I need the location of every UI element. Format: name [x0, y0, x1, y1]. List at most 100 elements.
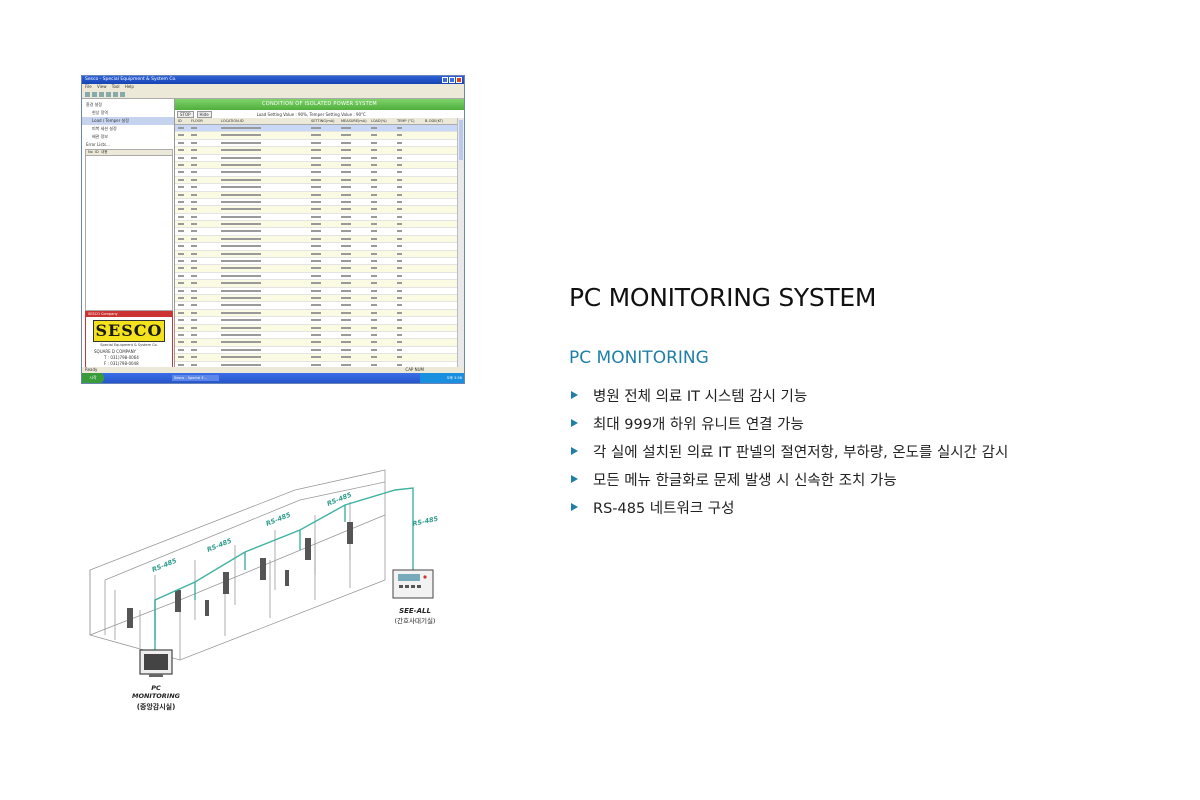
table-cell: [221, 230, 261, 233]
table-cell: [371, 208, 377, 211]
table-cell: [191, 341, 197, 344]
table-row[interactable]: [175, 339, 457, 347]
table-row[interactable]: [175, 332, 457, 340]
table-cell: [341, 141, 351, 144]
table-cell: [341, 304, 351, 307]
table-cell: [178, 134, 184, 137]
table-cell: [311, 208, 321, 211]
table-row[interactable]: [175, 176, 457, 185]
toolbar-icon[interactable]: [113, 91, 118, 97]
table-row[interactable]: [175, 280, 457, 288]
table-row[interactable]: [175, 354, 457, 362]
col-header[interactable]: FLOOR: [191, 119, 203, 123]
table-cell: [341, 356, 351, 359]
table-cell: [311, 223, 321, 226]
table-row[interactable]: [175, 273, 457, 281]
table-cell: [178, 230, 184, 233]
table-row[interactable]: [175, 125, 457, 133]
col-header[interactable]: LOAD(%): [371, 119, 387, 123]
table-cell: [221, 267, 261, 270]
start-button[interactable]: 시작: [82, 373, 104, 383]
table-row[interactable]: [175, 221, 457, 229]
table-cell: [191, 304, 197, 307]
table-cell: [397, 127, 402, 129]
button-row: STOP Hide Load Setting Value : 90%, Temp…: [175, 110, 464, 118]
table-row[interactable]: [175, 155, 457, 162]
table-row[interactable]: [175, 265, 457, 273]
feature-item: 병원 전체 의료 IT 시스템 감시 기능: [571, 381, 1008, 409]
table-row[interactable]: [175, 228, 457, 236]
table-cell: [397, 311, 402, 314]
hide-button[interactable]: Hide: [196, 110, 212, 118]
table-row[interactable]: [175, 199, 457, 207]
table-cell: [178, 223, 184, 226]
table-cell: [178, 186, 184, 189]
table-row[interactable]: [175, 294, 457, 303]
table-row[interactable]: [175, 288, 457, 295]
table-row[interactable]: [175, 147, 457, 155]
table-row[interactable]: [175, 184, 457, 192]
col-header[interactable]: MEASURE(mA): [341, 119, 367, 123]
table-cell: [371, 186, 377, 189]
table-cell: [371, 230, 377, 233]
toolbar-icon[interactable]: [92, 91, 97, 97]
table-row[interactable]: [175, 191, 457, 199]
pc-label-line2: MONITORING: [132, 692, 181, 700]
menu-help[interactable]: Help: [124, 84, 134, 89]
col-header[interactable]: SETTING(mA): [311, 119, 335, 123]
table-cell: [341, 237, 351, 240]
table-row[interactable]: [175, 302, 457, 310]
table-row[interactable]: [175, 140, 457, 148]
grid-scrollbar[interactable]: [457, 118, 464, 373]
table-cell: [191, 356, 197, 359]
table-cell: [397, 245, 402, 248]
settings-item[interactable]: 현상 정역: [92, 110, 108, 115]
table-cell: [371, 223, 377, 226]
settings-item[interactable]: 배관 정보: [92, 134, 108, 139]
table-cell: [397, 237, 402, 240]
table-row[interactable]: [175, 235, 457, 244]
menu-file[interactable]: File: [85, 84, 92, 89]
table-cell: [178, 260, 184, 263]
table-row[interactable]: [175, 243, 457, 251]
table-row[interactable]: [175, 309, 457, 318]
settings-item[interactable]: 피복 세션 설정: [92, 126, 117, 131]
scroll-thumb[interactable]: [459, 120, 463, 160]
col-header[interactable]: ID: [178, 119, 182, 123]
col-header[interactable]: TEMP (°C): [397, 119, 415, 123]
minimize-icon[interactable]: [442, 77, 448, 83]
error-list[interactable]: No ID 내용: [85, 149, 173, 311]
toolbar-icon[interactable]: [120, 91, 125, 97]
settings-item[interactable]: Load / Temper 설정: [82, 117, 174, 125]
table-row[interactable]: [175, 324, 457, 332]
table-row[interactable]: [175, 161, 457, 170]
col-header[interactable]: LOCATION.ID: [221, 119, 244, 123]
table-row[interactable]: [175, 317, 457, 325]
feature-text: RS-485 네트워크 구성: [593, 500, 735, 517]
stop-button[interactable]: STOP: [177, 110, 194, 118]
table-row[interactable]: [175, 169, 457, 177]
table-cell: [221, 333, 261, 336]
table-row[interactable]: [175, 347, 457, 355]
table-cell: [178, 141, 184, 144]
toolbar-icon[interactable]: [99, 91, 104, 97]
toolbar-icon[interactable]: [85, 91, 90, 97]
toolbar-icon[interactable]: [106, 91, 111, 97]
table-row[interactable]: [175, 214, 457, 222]
software-screenshot: Sesco - Special Equipment & System Co. F…: [81, 75, 465, 384]
table-cell: [191, 171, 197, 174]
menu-view[interactable]: View: [96, 84, 107, 89]
table-row[interactable]: [175, 258, 457, 266]
table-row[interactable]: [175, 132, 457, 140]
data-grid[interactable]: ID FLOOR LOCATION.ID SETTING(mA) MEASURE…: [175, 118, 457, 373]
feature-text: 최대 999개 하위 유니트 연결 가능: [593, 416, 804, 433]
maximize-icon[interactable]: [449, 77, 455, 83]
taskbar-item[interactable]: Sesco - Special E...: [172, 375, 219, 381]
table-row[interactable]: [175, 206, 457, 214]
table-cell: [191, 245, 197, 248]
table-cell: [191, 252, 197, 255]
menu-tool[interactable]: Tool: [111, 84, 120, 89]
close-icon[interactable]: [456, 77, 462, 83]
col-header[interactable]: B-ODE(KT): [425, 119, 444, 123]
table-row[interactable]: [175, 250, 457, 259]
